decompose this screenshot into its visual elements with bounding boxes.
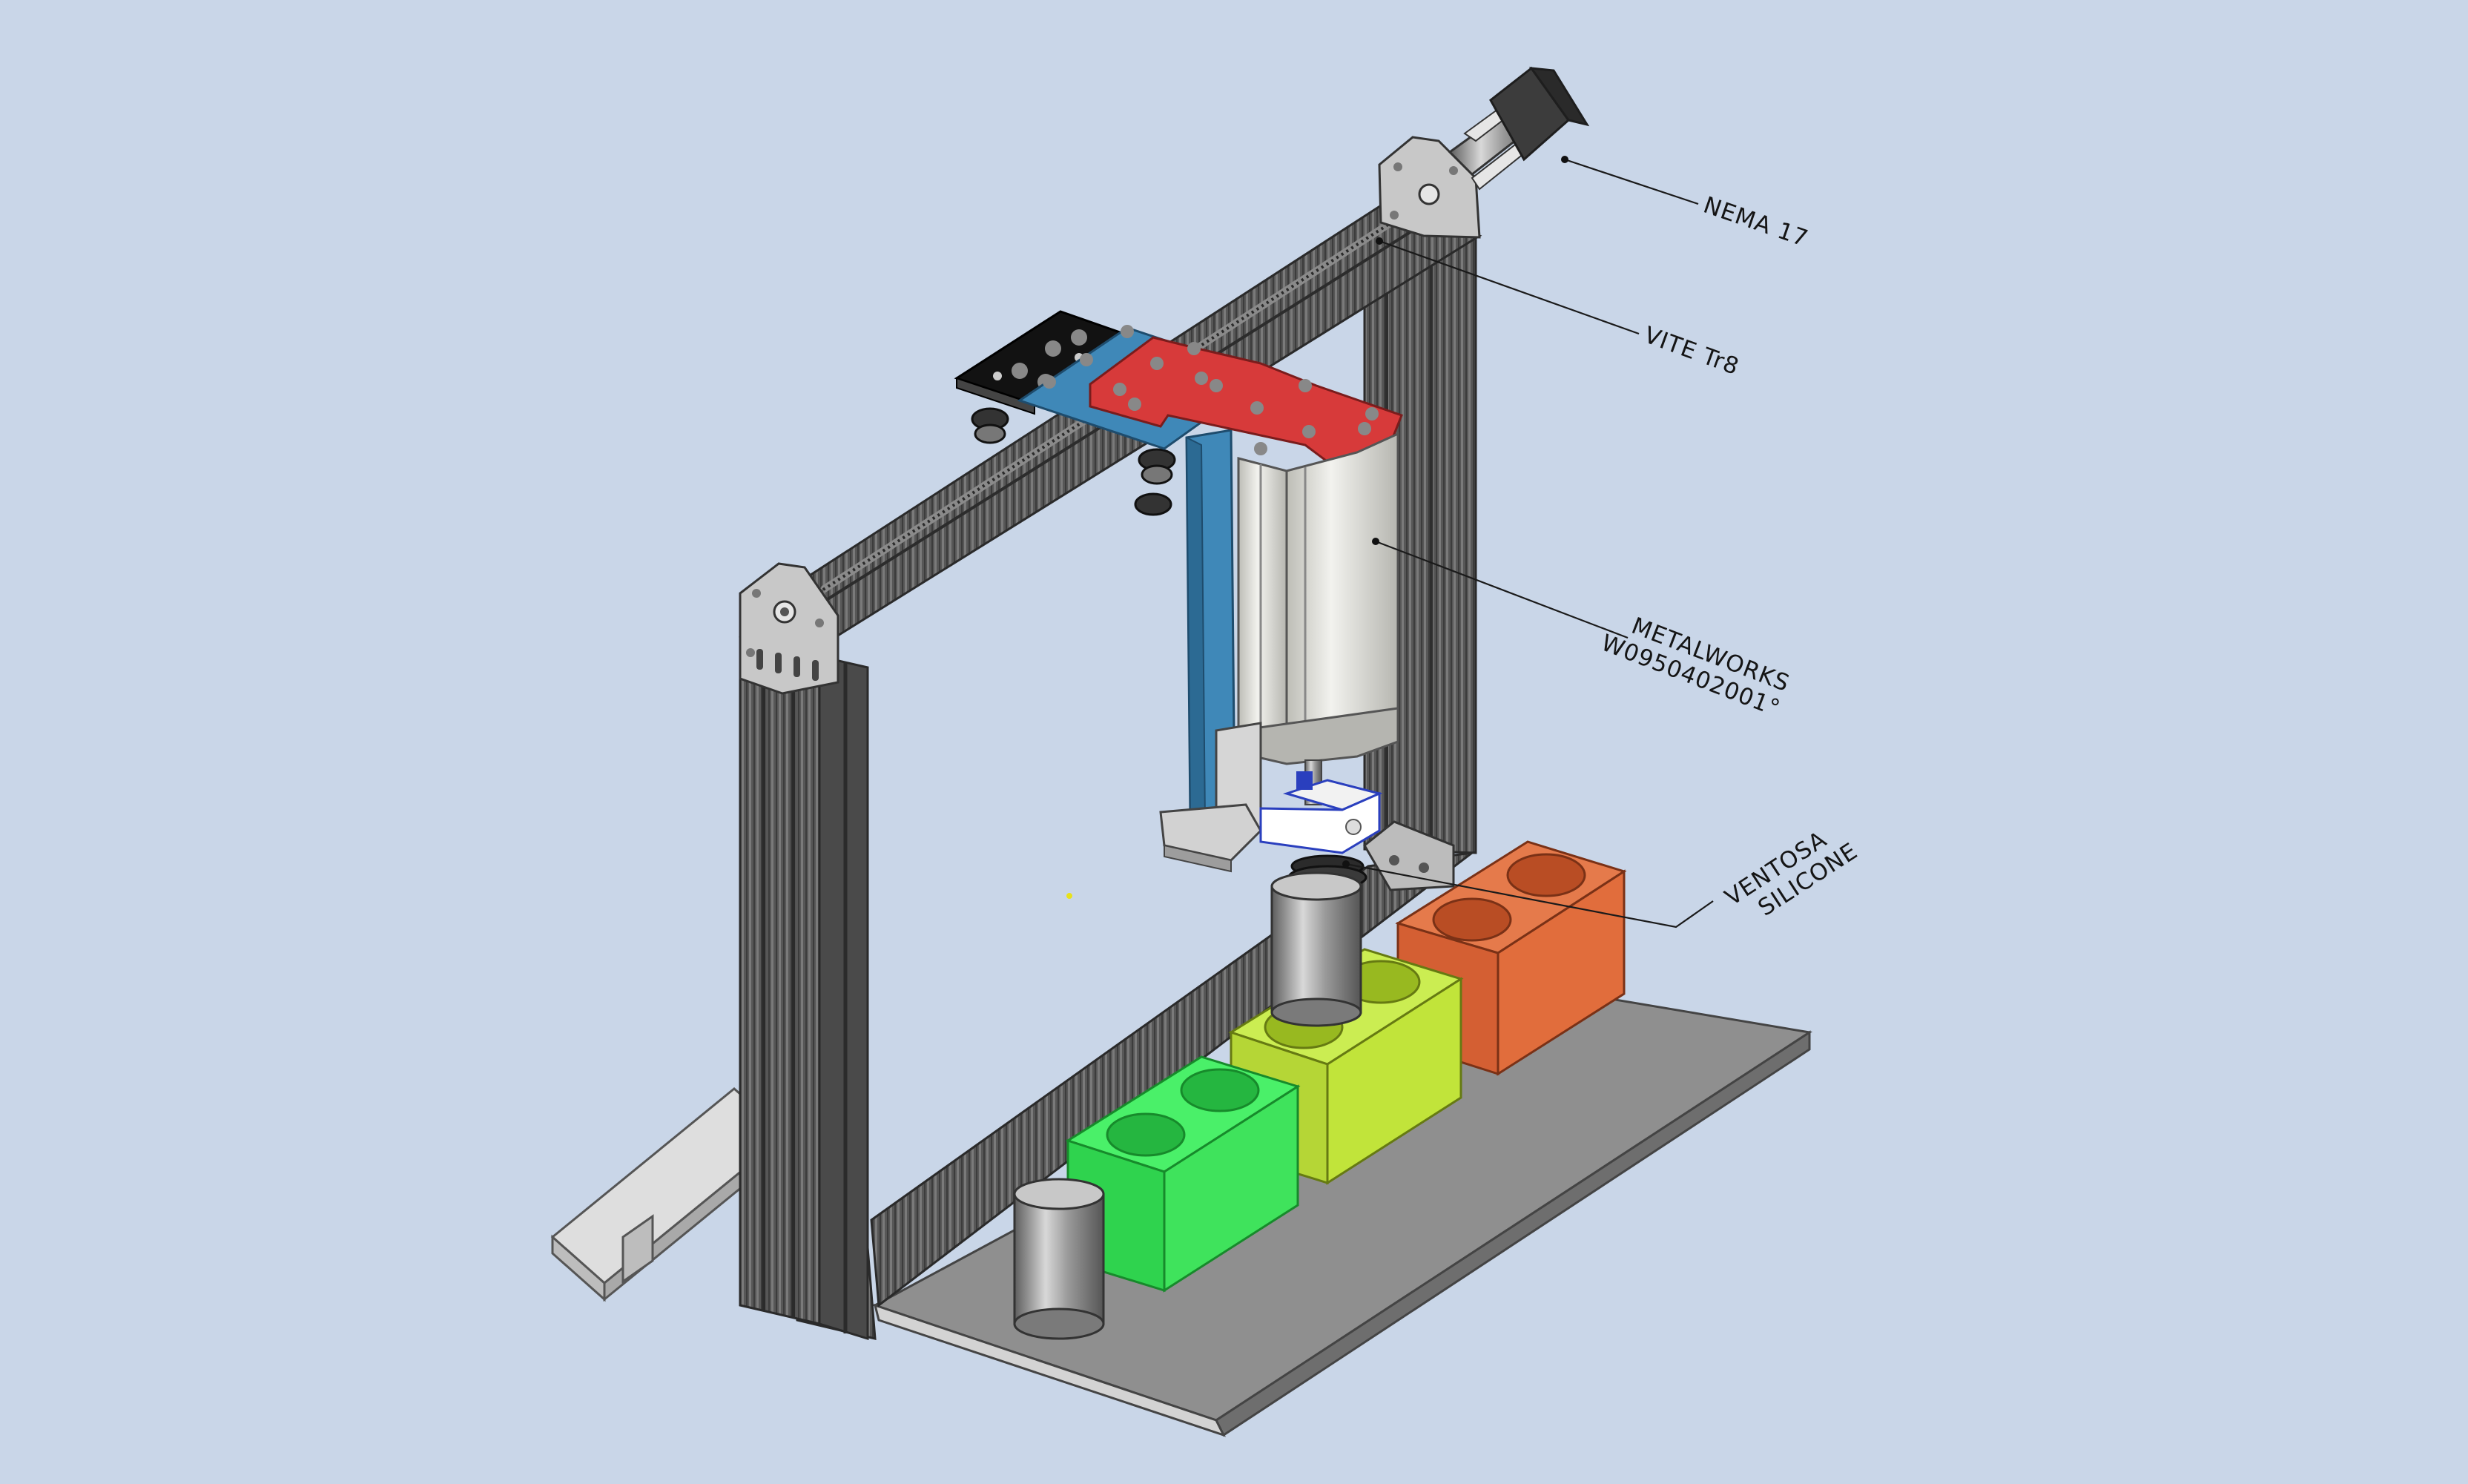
callout-vite-tr8: VITE Tr8 xyxy=(1640,322,1743,381)
leader-lines xyxy=(1345,158,1714,929)
leader-nema xyxy=(1564,158,1699,205)
callout-nema17: NEMA 17 xyxy=(1700,192,1812,253)
leader-cylinder xyxy=(1375,540,1629,639)
leader-arrowheads xyxy=(1342,156,1568,868)
main-base-plate xyxy=(872,976,1813,1437)
nema17-motor xyxy=(1448,66,1590,191)
front-end-plate xyxy=(739,562,839,695)
rear-end-plate xyxy=(1378,136,1481,239)
suction-cup-holder xyxy=(1259,771,1383,854)
cylinder-mount-bracket xyxy=(1159,722,1262,873)
origin-marker xyxy=(1066,893,1072,899)
angle-bracket xyxy=(1363,820,1455,891)
standing-metal-workpiece xyxy=(1013,1178,1105,1340)
lifted-metal-workpiece xyxy=(1270,871,1362,1027)
callout-ventosa-silicone: VENTOSA SILICONE xyxy=(1720,815,1863,934)
leader-screw xyxy=(1379,240,1640,335)
pneumatic-cylinder xyxy=(1237,432,1399,805)
carriage-wheels xyxy=(971,407,1176,516)
front-vertical-extrusion xyxy=(739,636,877,1341)
leader-suction xyxy=(1345,863,1714,929)
callout-metalworks: METALWORKS W0950402001° xyxy=(1597,604,1801,725)
